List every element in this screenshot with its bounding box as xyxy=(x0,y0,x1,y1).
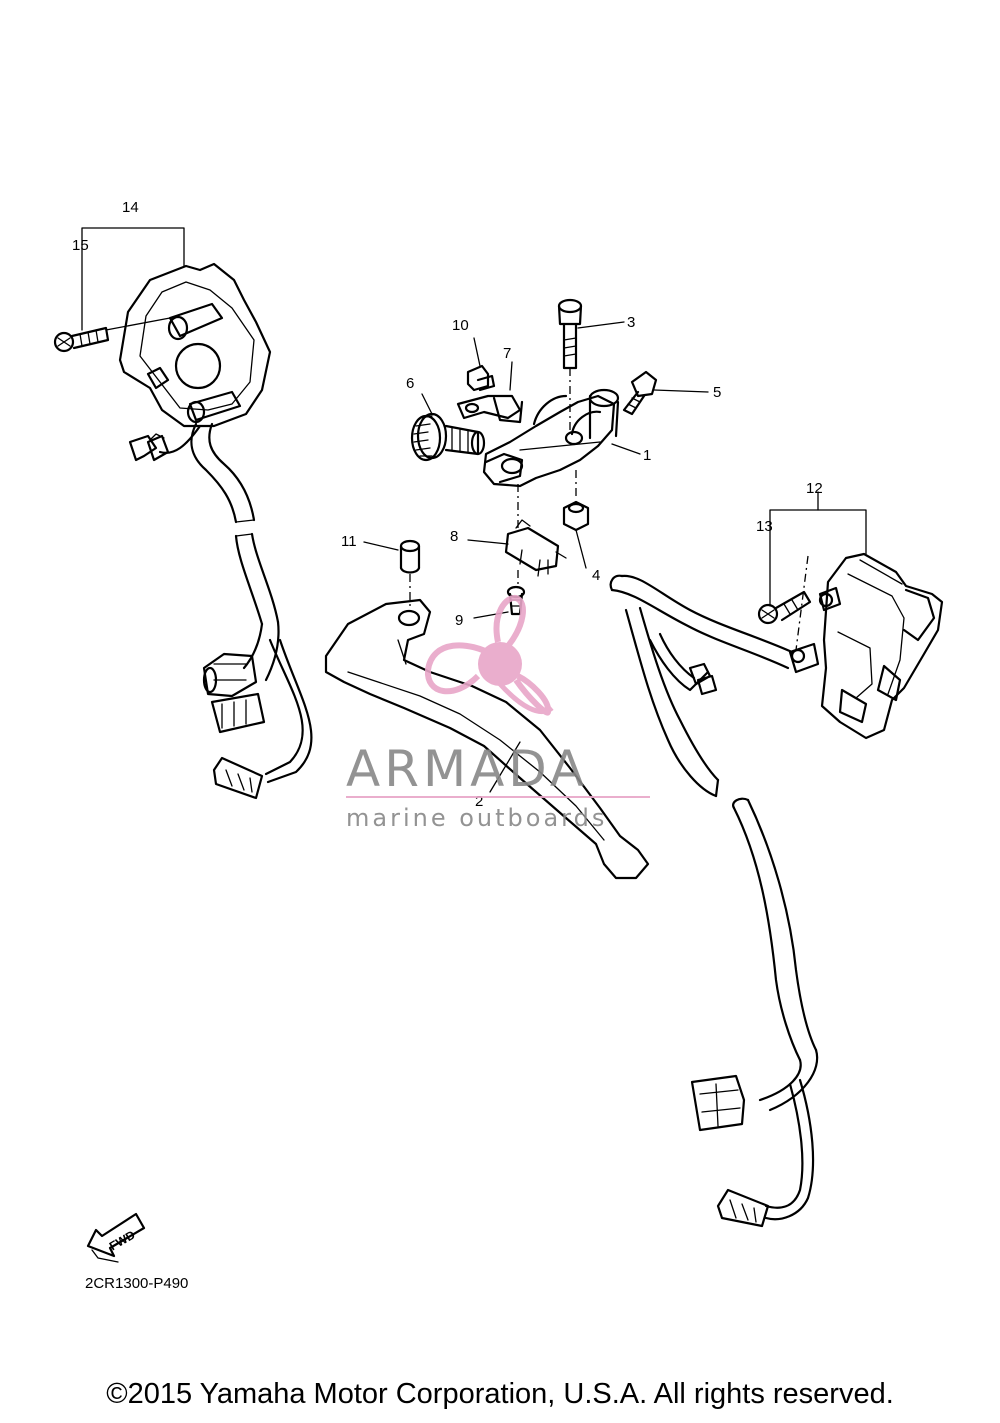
connector-e xyxy=(716,1188,770,1228)
fwd-arrow-icon: FWD xyxy=(86,1212,146,1263)
copyright-notice: ©2015 Yamaha Motor Corporation, U.S.A. A… xyxy=(106,1378,894,1410)
left-handlebar-switch xyxy=(53,262,313,800)
screw-15 xyxy=(53,326,110,353)
leader-lines xyxy=(81,227,867,793)
watermark-rule xyxy=(346,796,650,798)
callout-4: 4 xyxy=(592,567,600,584)
callout-2: 2 xyxy=(475,793,483,810)
connector-a xyxy=(202,652,258,698)
callout-3: 3 xyxy=(627,314,635,331)
callout-6: 6 xyxy=(406,375,414,392)
callout-10: 10 xyxy=(452,317,469,334)
callout-14: 14 xyxy=(122,199,139,216)
bolt-5 xyxy=(622,370,658,416)
watermark-tagline: marine outboards xyxy=(346,804,607,832)
diagram-code: 2CR1300-P490 xyxy=(85,1275,188,1292)
callout-labels: 14 15 10 7 3 6 5 1 12 13 11 8 4 9 2 xyxy=(72,199,823,810)
callout-9: 9 xyxy=(455,612,463,629)
connector-c xyxy=(212,756,264,800)
collar-11 xyxy=(399,539,421,574)
propeller-logo xyxy=(424,594,554,716)
brake-lever-2 xyxy=(324,598,650,880)
callout-11: 11 xyxy=(341,533,357,550)
stop-switch-8 xyxy=(504,519,567,577)
screw-13 xyxy=(757,590,812,625)
callout-1: 1 xyxy=(643,447,651,464)
bolt-3 xyxy=(557,298,583,370)
callout-12: 12 xyxy=(806,480,823,497)
callout-5: 5 xyxy=(713,384,721,401)
switch-bracket-7 xyxy=(456,394,524,424)
connector-d xyxy=(690,1074,746,1132)
watermark-brand: ARMADA xyxy=(346,740,588,798)
armada-watermark: ARMADA marine outboards xyxy=(346,594,650,832)
adjuster-dial-6 xyxy=(410,412,486,462)
callout-7: 7 xyxy=(503,345,511,362)
bolt-10 xyxy=(466,364,496,392)
callout-15: 15 xyxy=(72,237,89,254)
callout-8: 8 xyxy=(450,528,458,545)
nut-4 xyxy=(562,500,590,532)
right-handlebar-switch xyxy=(609,552,944,1228)
lever-bracket xyxy=(482,388,620,488)
callout-13: 13 xyxy=(756,518,773,535)
connector-b xyxy=(210,692,266,734)
fwd-label: FWD xyxy=(107,1227,138,1253)
